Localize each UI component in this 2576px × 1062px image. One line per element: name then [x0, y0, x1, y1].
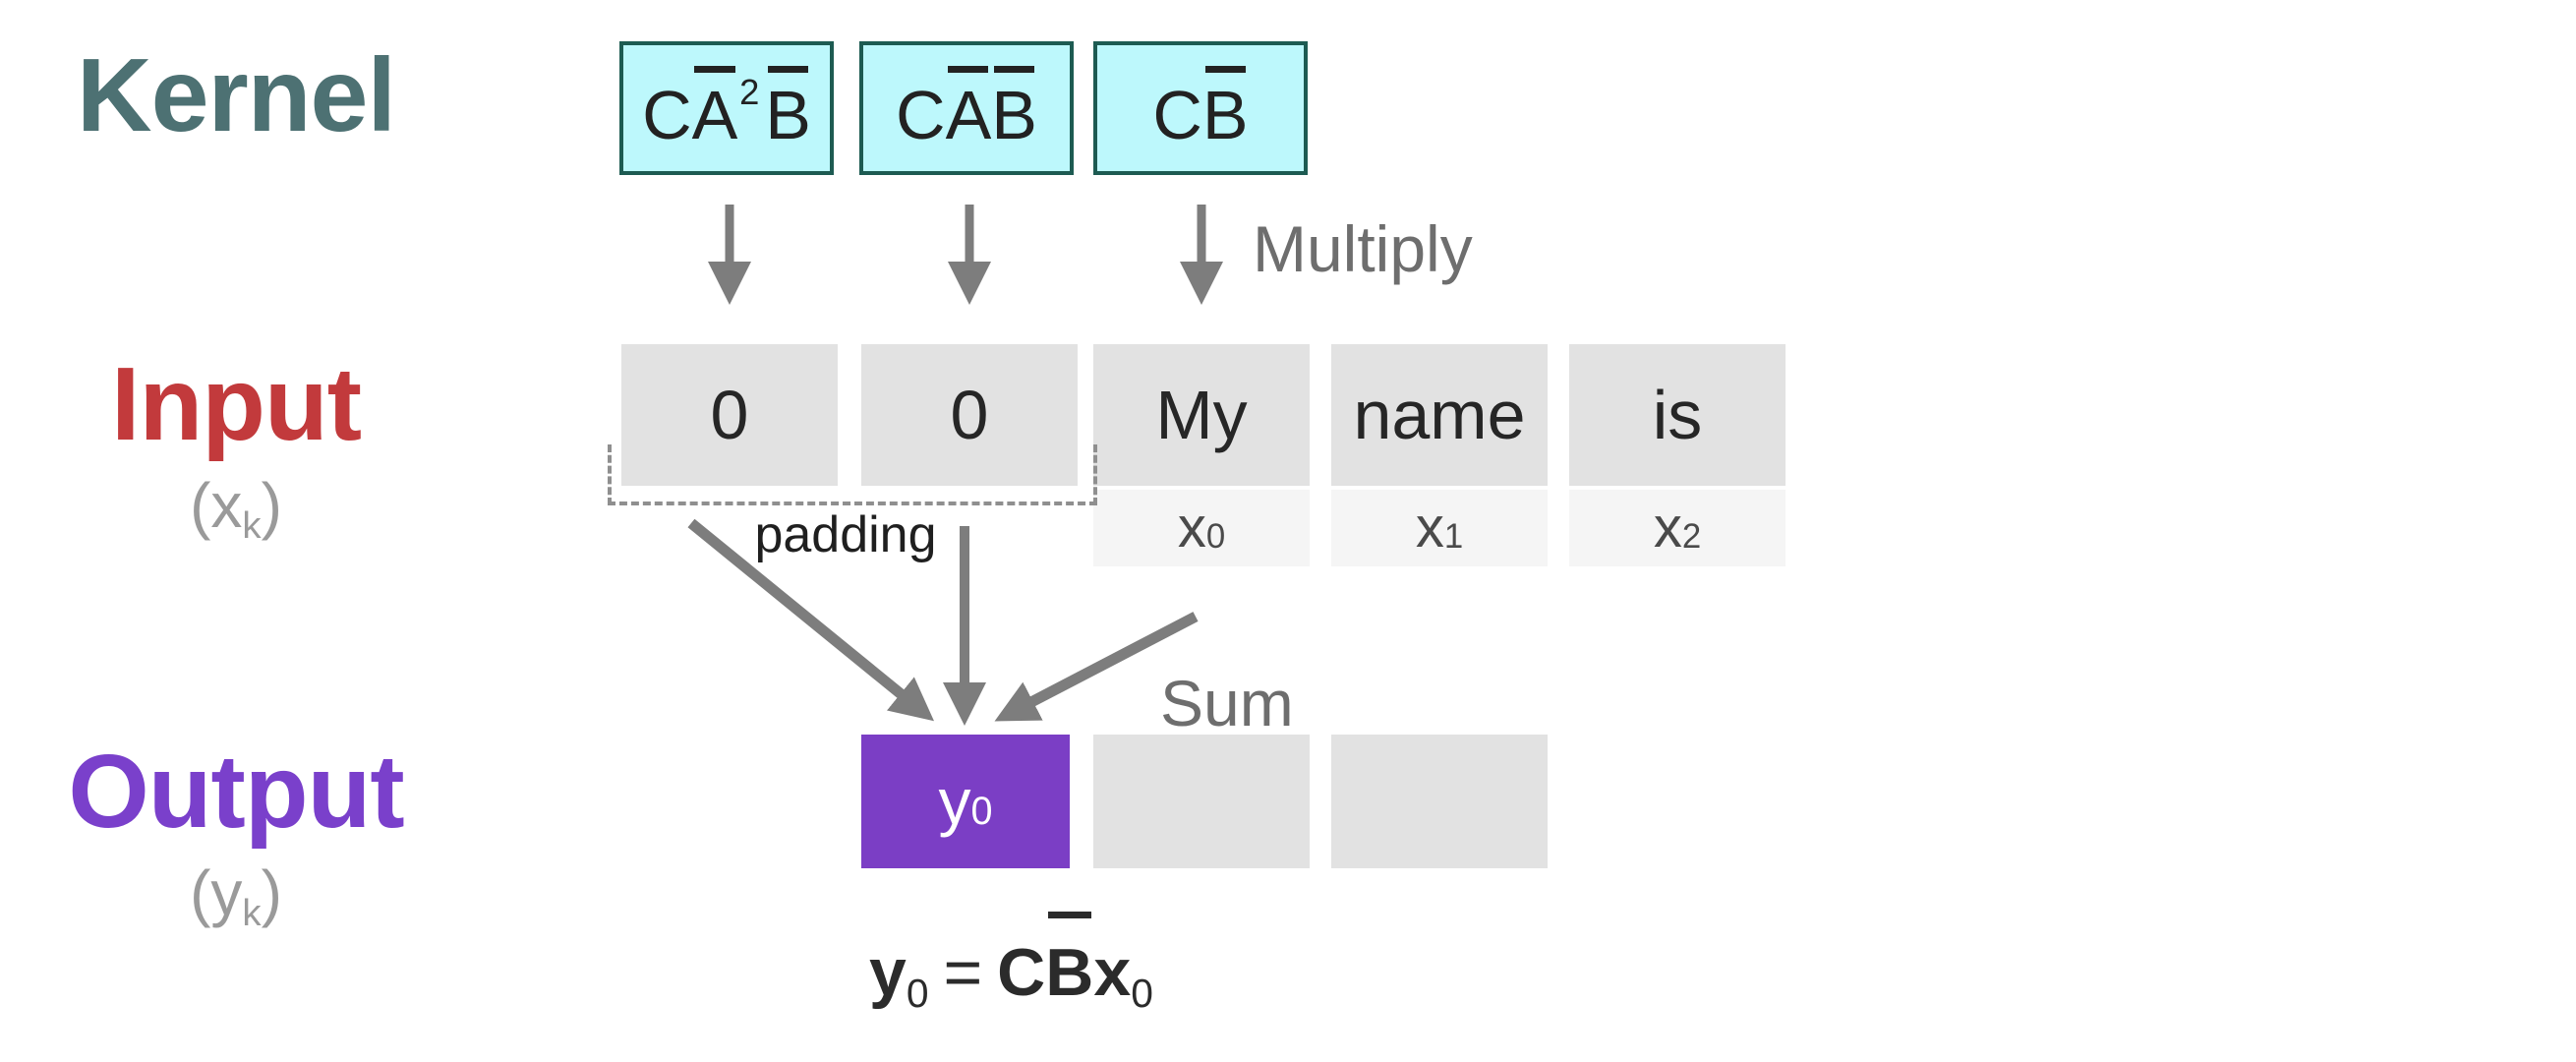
index-0: 0 [1205, 517, 1226, 557]
paren-open: ( [190, 470, 211, 541]
output-subscript-label: (yk) [39, 861, 433, 931]
term-c: C [1152, 77, 1202, 153]
y-var: y [210, 857, 243, 928]
term-a-bar: A [945, 65, 992, 153]
paren-close: ) [261, 470, 282, 541]
kernel-row-label: Kernel [77, 37, 396, 153]
index-0: 0 [970, 790, 993, 834]
term-b-bar: B [1201, 65, 1249, 153]
term-b-bar: B [991, 65, 1037, 153]
exponent-2: 2 [739, 72, 760, 113]
x-var: x [1177, 496, 1206, 560]
output-row-label: Output [68, 734, 404, 850]
input-row-label: Input [111, 346, 362, 462]
k-subscript: k [242, 891, 262, 934]
padding-label: padding [754, 506, 937, 563]
x-var: x [1653, 496, 1682, 560]
input-subscript-label: (xk) [39, 474, 433, 544]
term-c: C [896, 77, 946, 153]
input-cell-is: is [1569, 344, 1786, 486]
sum-arrow-left [687, 518, 935, 722]
k-subscript: k [242, 503, 262, 547]
term-a-bar: A [691, 65, 738, 153]
formula-c: C [997, 935, 1046, 1010]
formula-b-bar: B [1045, 912, 1093, 1020]
input-cell-my: My [1093, 344, 1310, 486]
input-cell-pad-2: 0 [861, 344, 1078, 486]
output-cell-empty-1 [1093, 735, 1310, 868]
formula-equals: = [943, 935, 983, 1010]
term-b-bar: B [765, 65, 811, 153]
output-cell-empty-2 [1331, 735, 1548, 868]
formula: y0=CBx0 [869, 912, 1153, 1020]
paren-open: ( [190, 857, 211, 928]
formula-y-sub: 0 [906, 971, 929, 1017]
input-cell-name: name [1331, 344, 1548, 486]
x-var: x [210, 470, 243, 541]
input-cell-pad-1: 0 [621, 344, 838, 486]
sum-arrow-right [994, 612, 1199, 722]
x-var: x [1415, 496, 1444, 560]
index-1: 1 [1443, 517, 1464, 557]
index-2: 2 [1681, 517, 1702, 557]
padding-dashed-outline [608, 444, 1097, 505]
formula-x-sub: 0 [1131, 971, 1153, 1017]
paren-close: ) [261, 857, 282, 928]
y-var: y [938, 765, 971, 838]
term-c: C [642, 77, 692, 153]
formula-x: x [1093, 935, 1132, 1010]
sum-label: Sum [1160, 667, 1294, 739]
multiply-label: Multiply [1253, 212, 1473, 285]
formula-y: y [869, 935, 907, 1010]
